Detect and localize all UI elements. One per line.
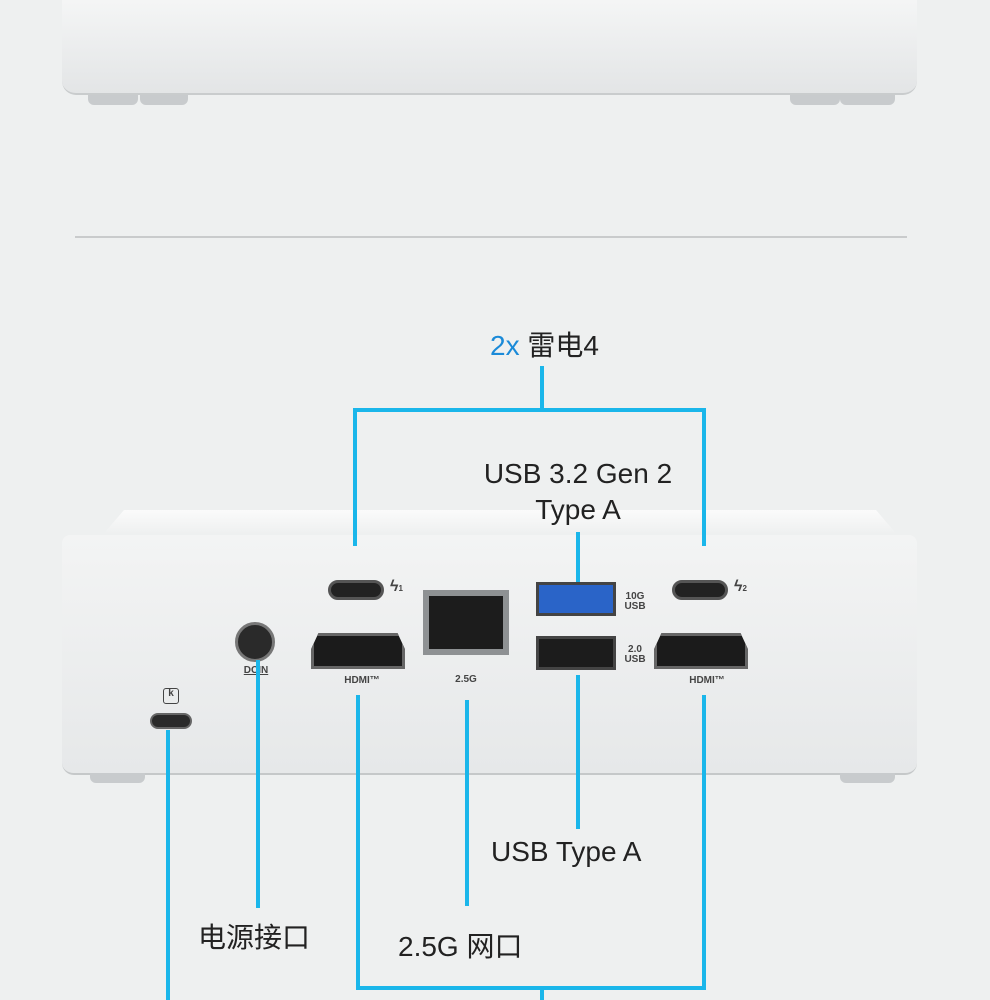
callout-line [576, 675, 580, 829]
usb32-label: USB 3.2 Gen 2 Type A [472, 456, 684, 528]
thunderbolt-count: 2x [490, 330, 520, 361]
callout-line [353, 408, 357, 546]
thunderbolt-port-1 [328, 580, 384, 600]
usb-20-port [536, 636, 616, 670]
lan-mark: 2.5G [455, 674, 477, 685]
device-foot [90, 773, 145, 783]
device-top-view [62, 0, 917, 95]
hdmi-mark: HDMI™ [689, 675, 725, 686]
callout-line [256, 660, 260, 908]
callout-line [356, 695, 360, 990]
dcin-mark: DCIN [238, 666, 274, 676]
hdmi-mark: HDMI™ [344, 675, 380, 686]
callout-line [353, 408, 706, 412]
divider [75, 236, 907, 238]
thunderbolt-icon: ϟ2 [734, 578, 747, 595]
usb32-line1: USB 3.2 Gen 2 [483, 458, 673, 489]
thunderbolt-port-2 [672, 580, 728, 600]
callout-line [540, 986, 544, 1000]
thunderbolt-icon: ϟ1 [390, 578, 403, 595]
dc-in-port [235, 622, 275, 662]
device-lid [100, 510, 900, 538]
callout-line [540, 366, 544, 412]
callout-line [702, 408, 706, 546]
hdmi-port-2 [654, 633, 748, 669]
kensington-lock-slot [150, 713, 192, 729]
device-foot [140, 95, 188, 105]
device-foot [840, 95, 895, 105]
ethernet-label: 2.5G 网口 [398, 931, 523, 962]
hdmi-port-1 [311, 633, 405, 669]
device-body [62, 535, 917, 775]
usb32-line2: Type A [535, 494, 621, 525]
callout-line [702, 695, 706, 990]
callout-line [356, 986, 706, 990]
thunderbolt-text: 雷电4 [527, 330, 599, 361]
usb-10g-port [536, 582, 616, 616]
ethernet-port [423, 590, 509, 655]
thunderbolt-label: 2x 雷电4 [490, 324, 599, 364]
lock-icon: k [163, 688, 179, 704]
device-foot [790, 95, 840, 105]
callout-line [576, 532, 580, 582]
callout-line [166, 730, 170, 1000]
device-foot [88, 95, 138, 105]
usb-type-a-label: USB Type A [491, 836, 642, 867]
power-label: 电源接口 [198, 922, 311, 953]
device-foot [840, 773, 895, 783]
callout-line [465, 700, 469, 906]
